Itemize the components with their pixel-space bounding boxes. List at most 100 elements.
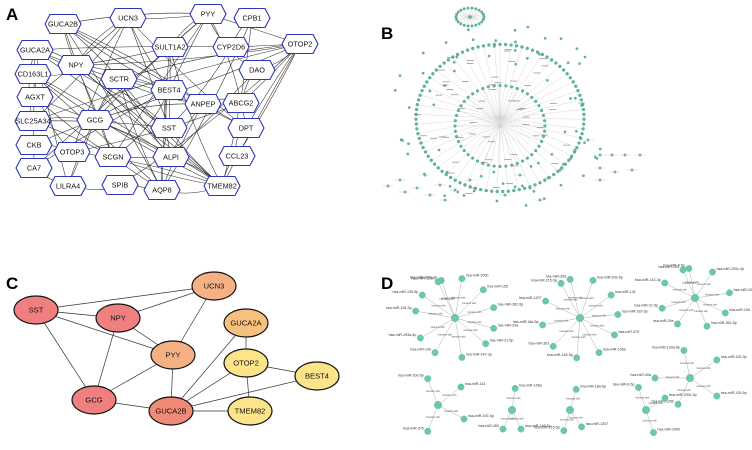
- panel-b-node: [567, 158, 571, 162]
- panel-b-edge: [455, 117, 501, 181]
- panel-d-edge-label: interacts with: [697, 283, 712, 286]
- panel-a-edge: [118, 43, 301, 80]
- panel-a-node-label: ANPEP: [191, 100, 216, 109]
- panel-d-mirna-node: [566, 276, 574, 283]
- panel-a-edge: [236, 43, 301, 157]
- panel-a-hexagon: [152, 146, 190, 168]
- panel-b-edge: [499, 117, 584, 130]
- panel-d-edge: [441, 280, 456, 319]
- panel-b-node: [426, 154, 430, 158]
- panel-b-edge: [460, 16, 471, 24]
- panel-b-node: [525, 46, 529, 51]
- panel-b-edge: [416, 117, 501, 125]
- panel-b-label-mark: [541, 65, 549, 67]
- panel-b-edge: [499, 46, 523, 119]
- panel-b-node: [455, 55, 459, 59]
- panel-b-label-mark: [578, 102, 586, 104]
- panel-d-mirna-node: [511, 384, 519, 392]
- panel-b-label-mark: [468, 133, 476, 135]
- panel-d-edge-label: interacts with: [696, 367, 711, 370]
- panel-a-edge: [207, 13, 247, 129]
- panel-b-node: [437, 148, 441, 152]
- panel-d-mirna-label: hsa-miR-139-5p: [392, 290, 418, 294]
- panel-b-node: [498, 164, 502, 169]
- panel-b-node: [490, 189, 494, 193]
- panel-b-edge: [499, 97, 532, 127]
- panel-b-node: [530, 48, 535, 52]
- panel-b-node: [520, 89, 525, 93]
- panel-b-edge: [469, 10, 480, 18]
- panel-b-node: [421, 51, 425, 55]
- panel-b-label-mark: [457, 108, 465, 109]
- panel-b-node: [415, 103, 420, 107]
- panel-b-edge: [446, 117, 501, 175]
- panel-b-label-mark: [446, 57, 454, 58]
- panel-d-mirna-node: [549, 342, 557, 350]
- panel-b-label-mark: [503, 50, 511, 52]
- panel-c-edge: [170, 322, 247, 412]
- panel-d-mirna-node: [721, 309, 729, 317]
- panel-d-mirna-label: hsa-miR-139-5p: [721, 391, 747, 395]
- panel-b-node: [468, 15, 472, 19]
- panel-d-mirna-label: hsa-miR-30a: [630, 373, 651, 377]
- panel-b-node: [475, 159, 480, 163]
- panel-b-node: [414, 107, 419, 112]
- panel-d-mirna-label: hsa-miR-20a-5p: [597, 275, 623, 279]
- panel-c-edge: [35, 309, 174, 356]
- panel-d-edge-label: interacts with: [635, 397, 650, 400]
- panel-b-node: [492, 164, 496, 168]
- panel-b-node: [574, 84, 578, 88]
- panel-b-node: [462, 99, 466, 103]
- panel-d-mirna-label: hsa-miR-215-5p: [534, 426, 560, 430]
- panel-d-edge-label: interacts with: [666, 376, 681, 379]
- panel-b-edge: [424, 86, 501, 119]
- panel-a-hexagon: [212, 36, 250, 58]
- panel-a-hexagon: [143, 179, 181, 201]
- panel-b-node: [554, 61, 558, 65]
- panel-a-node-abcg2: ABCG2: [222, 92, 260, 114]
- panel-a-node-dao: DAO: [238, 59, 276, 81]
- panel-d-edge: [437, 404, 465, 420]
- panel-d-edge: [437, 386, 462, 406]
- panel-b-edge: [499, 117, 531, 187]
- panel-d-edge-label: interacts with: [590, 324, 605, 327]
- panel-d-gene-node: [686, 374, 694, 382]
- panel-d-letter: D: [381, 274, 393, 293]
- panel-c-ellipse: [223, 348, 269, 378]
- panel-b-edge: [499, 54, 543, 119]
- panel-d-edge: [542, 317, 581, 326]
- panel-b-node: [504, 164, 508, 168]
- panel-b-edge: [499, 117, 566, 165]
- panel-b-node: [509, 43, 513, 47]
- panel-d-edge-label: interacts with: [501, 418, 516, 421]
- panel-c-ellipse: [150, 340, 196, 370]
- panel-b-edge: [469, 14, 484, 18]
- panel-d-mirna-node: [703, 322, 711, 330]
- panel-b-label-mark: [482, 136, 490, 138]
- panel-d-mirna-label: hsa-miR-20a-5p: [398, 374, 424, 378]
- panel-b-label-mark: [442, 81, 450, 83]
- panel-a-node-label: SCGN: [102, 153, 123, 162]
- panel-a-node-aqp8: AQP8: [143, 179, 181, 201]
- panel-a-node-ucn3: UCN3: [109, 7, 147, 29]
- panel-b-node: [525, 156, 529, 160]
- panel-a-node-label: GUCA2A: [20, 46, 50, 55]
- panel-d-mirna-label: hsa-miR-142-3p: [466, 352, 492, 356]
- panel-b-node: [453, 69, 456, 73]
- panel-d-edge: [576, 317, 581, 358]
- panel-b-edge: [497, 117, 501, 192]
- panel-a-hexagon: [233, 7, 271, 29]
- panel-b-label-mark: [480, 162, 488, 164]
- panel-b-node: [559, 37, 563, 41]
- panel-d-edge: [454, 317, 486, 344]
- panel-d-edge: [569, 279, 581, 319]
- panel-b-edge: [469, 11, 482, 18]
- panel-a-edge: [169, 46, 223, 187]
- panel-b-label-mark: [532, 135, 540, 137]
- panel-b-node: [459, 144, 463, 148]
- panel-b-node: [471, 46, 475, 51]
- panel-d-gene-node: [508, 406, 516, 414]
- panel-b-edge: [499, 117, 581, 139]
- panel-d-edge-label: interacts with: [649, 402, 664, 405]
